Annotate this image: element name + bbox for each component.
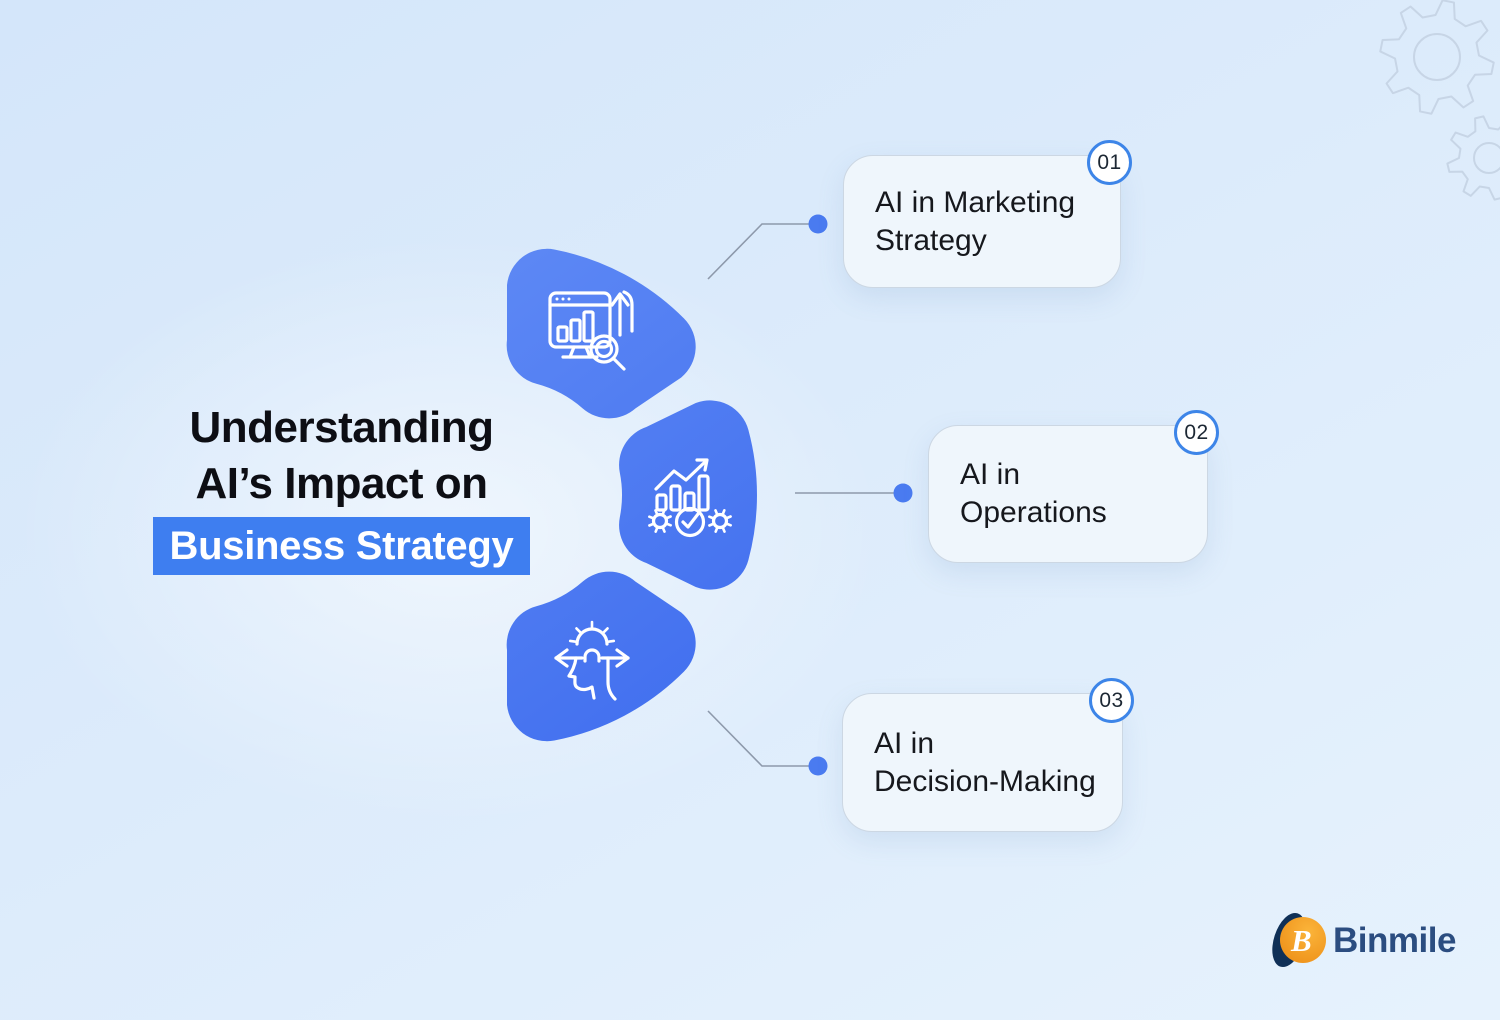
gear-teeth — [648, 509, 672, 533]
item-card-marketing: AI in Marketing Strategy 01 — [843, 140, 1132, 288]
logo-circle — [1280, 917, 1326, 963]
brand-name: Binmile — [1333, 921, 1456, 960]
connector-lines — [707, 214, 913, 776]
item-card-decision: AI in Decision-Making 03 — [842, 678, 1134, 832]
item-label-line: AI in — [874, 726, 935, 760]
item-label: AI in Marketing Strategy — [844, 184, 1075, 260]
connector-dot — [808, 214, 828, 234]
item-number-badge: 01 — [1087, 140, 1132, 185]
gear-hole — [1413, 33, 1461, 81]
ring-segment-marketing — [506, 248, 696, 419]
decision-making-head-gear-icon — [554, 620, 630, 701]
connector-line-3 — [707, 710, 818, 767]
connector-line-1 — [707, 223, 818, 280]
gear-teeth — [568, 620, 616, 644]
ring-segments — [506, 248, 757, 742]
gear-hole — [1473, 142, 1500, 174]
marketing-analytics-monitor-icon — [548, 290, 634, 371]
gear-icon — [1379, 0, 1495, 115]
gear-icon — [1446, 115, 1500, 201]
connector-dot — [893, 483, 913, 503]
item-label-line: Strategy — [875, 223, 987, 257]
item-label-line: AI in — [960, 458, 1021, 491]
ring-segment-operations — [619, 400, 757, 590]
title-line-2: AI’s Impact on — [195, 459, 488, 508]
connector-dot — [808, 756, 828, 776]
logo-letter: B — [1290, 923, 1312, 958]
operations-growth-gears-icon — [648, 458, 732, 538]
gear-teeth — [708, 509, 732, 533]
title-line-1: Understanding — [189, 403, 494, 452]
ring-segment-decision — [506, 571, 696, 742]
item-number-badge: 03 — [1089, 678, 1134, 723]
item-number-badge: 02 — [1174, 410, 1219, 455]
title-highlight: Business Strategy — [153, 517, 530, 575]
item-label-line: AI in Marketing — [875, 185, 1076, 219]
item-label: AI in Operations — [929, 456, 1107, 532]
brand-logo: B Binmile — [1272, 912, 1456, 968]
item-label-line: Decision-Making — [874, 764, 1096, 798]
item-card-operations: AI in Operations 02 — [928, 410, 1219, 563]
gear-decorations — [1379, 0, 1500, 201]
item-label: AI in Decision-Making — [843, 725, 1096, 801]
page-title: Understanding AI’s Impact on Business St… — [153, 400, 530, 575]
item-label-line: Operations — [960, 496, 1107, 529]
